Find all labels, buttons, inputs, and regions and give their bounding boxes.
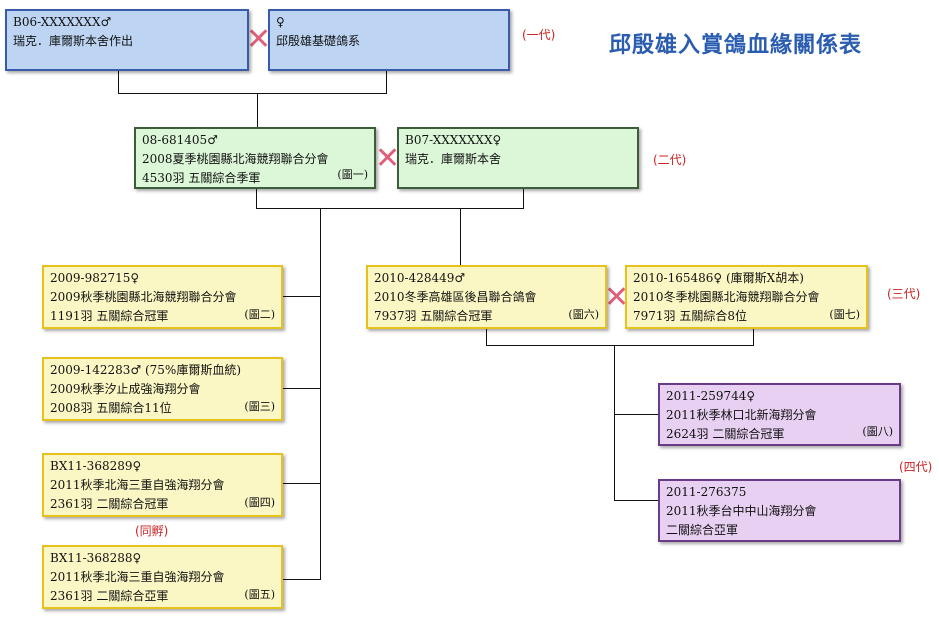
- result-info: 2008羽 五關綜合11位: [50, 401, 172, 415]
- ring-number: 2010-165486♀ (庫爾斯X胡本): [633, 271, 804, 285]
- generation-label-4: (四代): [899, 460, 933, 474]
- result-info: 2624羽 二關綜合冠軍: [666, 427, 785, 441]
- race-info: 2011秋季林口北新海翔分會: [666, 408, 817, 422]
- race-info: 2009秋季桃園縣北海競翔聯合分會: [50, 290, 237, 304]
- race-info: 2008夏季桃園縣北海競翔聯合分會: [142, 152, 329, 166]
- race-info: 2009秋季汐止成強海翔分會: [50, 382, 201, 396]
- result-info: 2361羽 二關綜合冠軍: [50, 497, 169, 511]
- page-title: 邱殷雄入賞鴿血緣關係表: [609, 33, 863, 58]
- bird-card-child-1[interactable]: 2009-982715♀ 2009秋季桃園縣北海競翔聯合分會 1191羽 五關綜…: [42, 265, 283, 329]
- bird-card-child-4[interactable]: BX11-368288♀ 2011秋季北海三重自強海翔分會 2361羽 二關綜合…: [42, 545, 283, 609]
- breeder-info: 瑞克．庫爾斯本舍作出: [13, 34, 134, 48]
- bird-card-g3-sire[interactable]: 2010-428449♂ 2010冬季高雄區後昌聯合鴿會 7937羽 五關綜合冠…: [366, 265, 607, 329]
- figure-ref[interactable]: (圖三): [244, 400, 275, 413]
- ring-number: 08-681405♂: [142, 133, 218, 147]
- generation-label-1: (一代): [522, 28, 556, 42]
- ring-number: 2011-276375: [666, 485, 747, 499]
- generation-label-3: (三代): [887, 287, 921, 301]
- bird-card-g3-dam[interactable]: 2010-165486♀ (庫爾斯X胡本) 2010冬季桃園縣北海競翔聯合分會 …: [625, 265, 868, 329]
- ring-number: 2011-259744♀: [666, 389, 756, 403]
- breeder-info: 邱殷雄基礎鴿系: [276, 34, 361, 48]
- race-info: 2011秋季北海三重自強海翔分會: [50, 570, 225, 584]
- ring-number: B07-XXXXXXX♀: [405, 133, 502, 147]
- ring-number: ♀: [276, 15, 285, 29]
- generation-label-2: (二代): [653, 153, 687, 167]
- result-info: 4530羽 五關綜合季軍: [142, 171, 261, 185]
- figure-ref[interactable]: (圖五): [244, 588, 275, 601]
- pairing-cross-icon: ✕: [375, 141, 401, 176]
- result-info: 2361羽 二關綜合亞軍: [50, 589, 169, 603]
- same-hatch-note: (同孵): [135, 524, 169, 538]
- bird-card-g4-a[interactable]: 2011-259744♀ 2011秋季林口北新海翔分會 2624羽 二關綜合冠軍…: [658, 383, 901, 446]
- pairing-cross-icon: ✕: [604, 280, 630, 315]
- bird-card-g1-dam[interactable]: ♀ 邱殷雄基礎鴿系: [268, 9, 510, 71]
- ring-number: 2010-428449♂: [374, 271, 466, 285]
- pairing-cross-icon: ✕: [246, 22, 272, 57]
- race-info: 2011秋季北海三重自強海翔分會: [50, 478, 225, 492]
- race-info: 2010冬季高雄區後昌聯合鴿會: [374, 290, 537, 304]
- race-info: 2010冬季桃園縣北海競翔聯合分會: [633, 290, 820, 304]
- bird-card-g4-b[interactable]: 2011-276375 2011秋季台中中山海翔分會 二關綜合亞軍: [658, 479, 901, 542]
- ring-number: BX11-368289♀: [50, 459, 142, 473]
- figure-ref[interactable]: (圖八): [862, 425, 893, 438]
- ring-number: 2009-142283♂ (75%庫爾斯血統): [50, 363, 242, 377]
- result-info: 二關綜合亞軍: [666, 523, 739, 537]
- ring-number: BX11-368288♀: [50, 551, 142, 565]
- bird-card-g2-dam[interactable]: B07-XXXXXXX♀ 瑞克．庫爾斯本舍: [397, 127, 639, 189]
- figure-ref[interactable]: (圖二): [244, 308, 275, 321]
- ring-number: B06-XXXXXXX♂: [13, 15, 112, 29]
- figure-ref[interactable]: (圖六): [568, 308, 599, 321]
- result-info: 7937羽 五關綜合冠軍: [374, 309, 493, 323]
- bird-card-child-3[interactable]: BX11-368289♀ 2011秋季北海三重自強海翔分會 2361羽 二關綜合…: [42, 453, 283, 517]
- ring-number: 2009-982715♀: [50, 271, 140, 285]
- bird-card-child-2[interactable]: 2009-142283♂ (75%庫爾斯血統) 2009秋季汐止成強海翔分會 2…: [42, 357, 283, 421]
- figure-ref[interactable]: (圖七): [829, 308, 860, 321]
- result-info: 1191羽 五關綜合冠軍: [50, 309, 169, 323]
- figure-ref[interactable]: (圖四): [244, 496, 275, 509]
- result-info: 7971羽 五關綜合8位: [633, 309, 747, 323]
- bird-card-g1-sire[interactable]: B06-XXXXXXX♂ 瑞克．庫爾斯本舍作出: [5, 9, 249, 71]
- race-info: 2011秋季台中中山海翔分會: [666, 504, 817, 518]
- bird-card-g2-sire[interactable]: 08-681405♂ 2008夏季桃園縣北海競翔聯合分會 4530羽 五關綜合季…: [134, 127, 376, 189]
- figure-ref[interactable]: (圖一): [337, 168, 368, 181]
- breeder-info: 瑞克．庫爾斯本舍: [405, 152, 502, 166]
